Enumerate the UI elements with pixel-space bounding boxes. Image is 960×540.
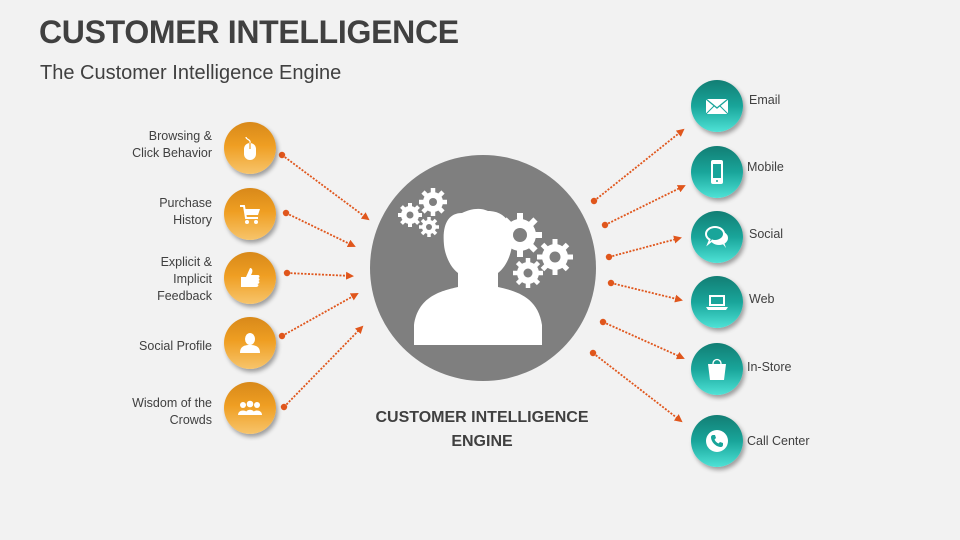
shopping-cart-icon	[240, 205, 260, 224]
label-line: Purchase	[159, 196, 212, 210]
label-line: Click Behavior	[132, 146, 212, 160]
output-orb-mobile	[691, 146, 743, 198]
person-with-gears-icon	[398, 188, 573, 345]
user-icon	[240, 333, 260, 353]
output-orb-email	[691, 80, 743, 132]
label-line: Crowds	[169, 413, 212, 427]
label-line: Explicit &	[160, 255, 212, 269]
chat-bubbles-icon	[705, 226, 728, 248]
laptop-icon	[706, 295, 728, 310]
input-label-wisdom: Wisdom of the Crowds	[52, 395, 212, 429]
output-orb-call-center	[691, 415, 743, 467]
envelope-icon	[705, 98, 729, 115]
input-label-feedback: Explicit & Implicit Feedback	[52, 254, 212, 305]
shopping-bag-icon	[708, 358, 726, 380]
input-orb-wisdom	[224, 382, 276, 434]
engine-circle	[370, 155, 596, 381]
engine-label-line1: CUSTOMER INTELLIGENCE	[375, 409, 589, 426]
group-icon	[238, 400, 262, 415]
input-label-social-profile: Social Profile	[52, 338, 212, 355]
output-label-call-center: Call Center	[747, 434, 810, 448]
input-orb-feedback	[224, 252, 276, 304]
output-label-email: Email	[749, 93, 781, 107]
output-orb-in-store	[691, 343, 743, 395]
phone-icon	[706, 430, 728, 452]
label-line: Wisdom of the	[132, 396, 212, 410]
engine-label: CUSTOMER INTELLIGENCE ENGINE	[352, 406, 612, 454]
engine-label-line2: ENGINE	[451, 433, 513, 450]
output-label-web: Web	[749, 292, 775, 306]
thumbs-up-icon	[241, 268, 260, 287]
page-subtitle: The Customer Intelligence Engine	[40, 62, 342, 84]
label-line: Implicit	[173, 272, 212, 286]
output-label-social: Social	[749, 227, 784, 241]
label-line: History	[173, 213, 212, 227]
label-line: Browsing &	[148, 129, 212, 143]
input-orb-social-profile	[224, 317, 276, 369]
mobile-phone-icon	[711, 160, 723, 184]
output-label-mobile: Mobile	[747, 160, 784, 174]
input-orb-purchase	[224, 188, 276, 240]
output-orb-social	[691, 211, 743, 263]
label-line: Feedback	[157, 289, 212, 303]
input-label-browsing: Browsing & Click Behavior	[52, 128, 212, 162]
input-orb-browsing	[224, 122, 276, 174]
input-label-purchase: Purchase History	[52, 195, 212, 229]
output-orb-web	[691, 276, 743, 328]
label-line: Social Profile	[139, 339, 212, 353]
output-label-in-store: In-Store	[747, 360, 792, 374]
page-title: CUSTOMER INTELLIGENCE	[39, 14, 459, 50]
mouse-icon	[244, 136, 256, 160]
